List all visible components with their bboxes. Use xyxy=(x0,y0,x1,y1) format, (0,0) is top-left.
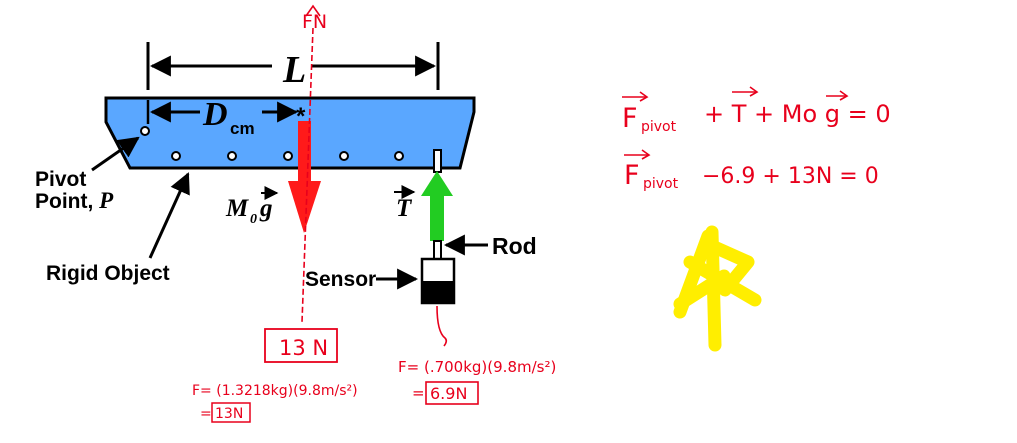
weight-result-box xyxy=(211,402,251,423)
center-of-mass-star: * xyxy=(296,103,306,130)
pivot-label-line2: Point, P xyxy=(35,188,114,213)
rigid-object-label: Rigid Object xyxy=(46,262,170,285)
fn-label: FN xyxy=(302,11,327,33)
sensor xyxy=(420,257,456,305)
tension-result-prefix: = xyxy=(412,384,425,402)
star-scribble xyxy=(673,225,762,352)
svg-text:0: 0 xyxy=(250,212,257,227)
dcm-subscript: cm xyxy=(230,119,255,138)
svg-text:F: F xyxy=(622,103,638,134)
svg-text:g: g xyxy=(259,195,273,222)
tension-calc: F= (.700kg)(9.8m/s²) xyxy=(398,358,556,376)
svg-text:pivot: pivot xyxy=(643,176,679,192)
weight-calc: F= (1.3218kg)(9.8m/s²) xyxy=(192,383,358,399)
pivot-hole xyxy=(140,126,150,136)
svg-text:F: F xyxy=(624,160,640,191)
tension-label: T xyxy=(394,185,416,222)
pivot-label-line1: Pivot xyxy=(35,168,86,191)
svg-text:−6.9 + 13N = 0: −6.9 + 13N = 0 xyxy=(702,164,879,189)
rigid-object-beam xyxy=(104,96,476,170)
weight-result-prefix: = xyxy=(200,406,212,422)
sensor-label: Sensor xyxy=(305,268,376,291)
equation-1: F pivot + T + Mo g = 0 xyxy=(622,86,891,135)
normal-force-annotation: FN xyxy=(301,4,327,323)
length-label: L xyxy=(282,49,306,91)
rod-top xyxy=(433,149,442,173)
equation-2: F pivot −6.9 + 13N = 0 xyxy=(624,149,879,192)
tension-result: 6.9N xyxy=(430,384,467,403)
tension-force-arrow xyxy=(421,171,453,241)
weight-result: 13N xyxy=(215,406,243,422)
svg-text:M: M xyxy=(225,195,249,222)
svg-text:pivot: pivot xyxy=(641,119,677,135)
tension-result-box xyxy=(425,381,479,405)
beam-holes xyxy=(140,126,404,161)
dcm-label: D xyxy=(202,96,228,133)
svg-text:T: T xyxy=(396,195,413,222)
svg-text:+ T + Mo g = 0: + T + Mo g = 0 xyxy=(704,100,891,128)
rod-label: Rod xyxy=(492,233,537,259)
weight-label: M 0 g xyxy=(225,186,279,227)
tension-pointer xyxy=(436,305,448,347)
length-dimension: L xyxy=(146,42,440,91)
dcm-dimension: D cm * xyxy=(146,96,306,138)
weight-value: 13 N xyxy=(279,336,328,360)
weight-value-box xyxy=(264,328,338,363)
